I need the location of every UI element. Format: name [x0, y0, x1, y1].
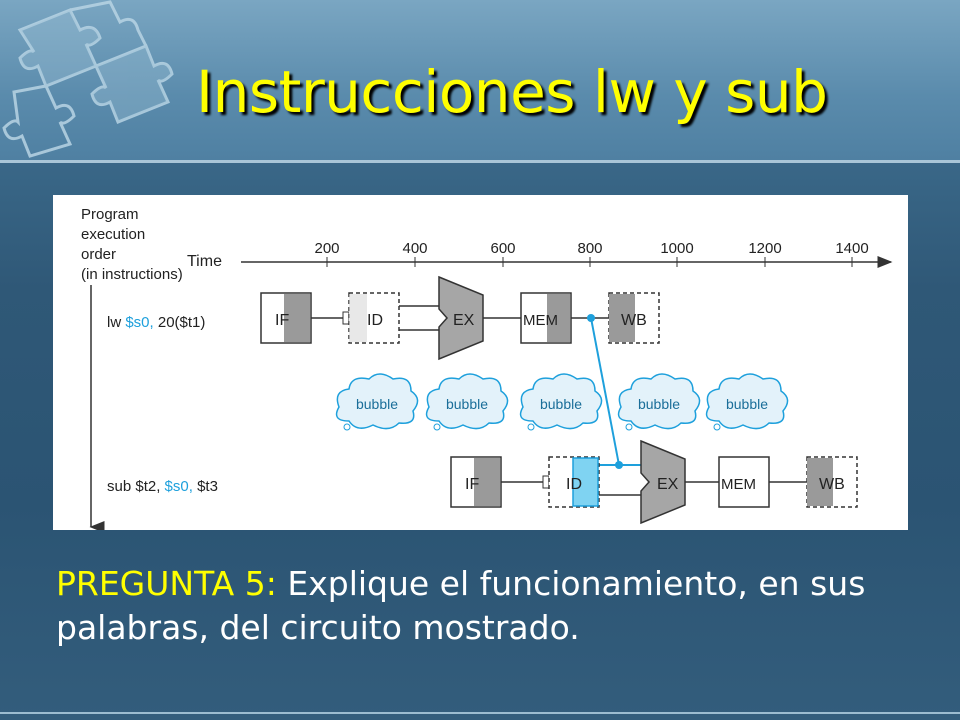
question-label: PREGUNTA 5: — [56, 564, 277, 603]
time-label: Time — [187, 253, 222, 270]
stage-ex-lw — [438, 275, 484, 361]
stage-mem-sub — [718, 456, 770, 508]
bubble-4-label: bubble — [638, 396, 680, 412]
pipeline-diagram: Program execution order (in instructions… — [53, 195, 908, 530]
order-label-2: execution — [81, 226, 145, 243]
stage-ex-sub — [640, 439, 686, 525]
time-ticks — [326, 257, 853, 267]
bubble-1-label: bubble — [356, 396, 398, 412]
header-divider — [0, 160, 960, 163]
bubble-2: bubble — [425, 373, 509, 431]
bubble-3-label: bubble — [540, 396, 582, 412]
bubble-row: bubble bubble bubble bubble bubble — [335, 373, 789, 431]
bubble-3: bubble — [519, 373, 603, 431]
bubble-5-label: bubble — [726, 396, 768, 412]
instr-sub-label: sub $t2, $s0, $t3 — [107, 478, 218, 495]
tick-label-600: 600 — [490, 240, 515, 257]
tick-label-1400: 1400 — [835, 240, 868, 257]
tick-label-200: 200 — [314, 240, 339, 257]
order-label-3: order — [81, 246, 116, 263]
stage-id-sub-label: ID — [566, 476, 582, 493]
stage-wb-lw-label: WB — [621, 312, 647, 329]
stage-id-lw-label: ID — [367, 312, 383, 329]
order-label-4: (in instructions) — [81, 266, 183, 283]
stage-mem-lw-label: MEM — [523, 312, 558, 329]
tick-label-1200: 1200 — [748, 240, 781, 257]
bubble-1: bubble — [335, 373, 419, 431]
bubble-5: bubble — [705, 373, 789, 431]
stage-ex-lw-label: EX — [453, 312, 475, 329]
pipeline-row-lw: IF ID EX MEM WB — [260, 275, 660, 361]
forwarding-path — [587, 314, 641, 469]
pipeline-row-sub: IF ID EX MEM WB — [450, 439, 858, 525]
footer-divider — [0, 712, 960, 714]
stage-wb-sub-label: WB — [819, 476, 845, 493]
puzzle-pieces-icon — [2, 0, 174, 158]
bubble-2-label: bubble — [446, 396, 488, 412]
slide-title: Instrucciones lw y sub — [196, 58, 828, 126]
stage-if-sub-label: IF — [465, 476, 479, 493]
bubble-4: bubble — [617, 373, 701, 431]
tick-label-400: 400 — [402, 240, 427, 257]
instr-lw-label: lw $s0, 20($t1) — [107, 314, 205, 331]
question-text: PREGUNTA 5: Explique el funcionamiento, … — [56, 562, 936, 650]
stage-mem-sub-label: MEM — [721, 476, 756, 493]
tick-label-1000: 1000 — [660, 240, 693, 257]
order-label-1: Program — [81, 206, 139, 223]
question-body: Explique el funcionamiento, en sus palab… — [56, 564, 866, 647]
stage-ex-sub-label: EX — [657, 476, 679, 493]
stage-if-lw-label: IF — [275, 312, 289, 329]
tick-label-800: 800 — [577, 240, 602, 257]
